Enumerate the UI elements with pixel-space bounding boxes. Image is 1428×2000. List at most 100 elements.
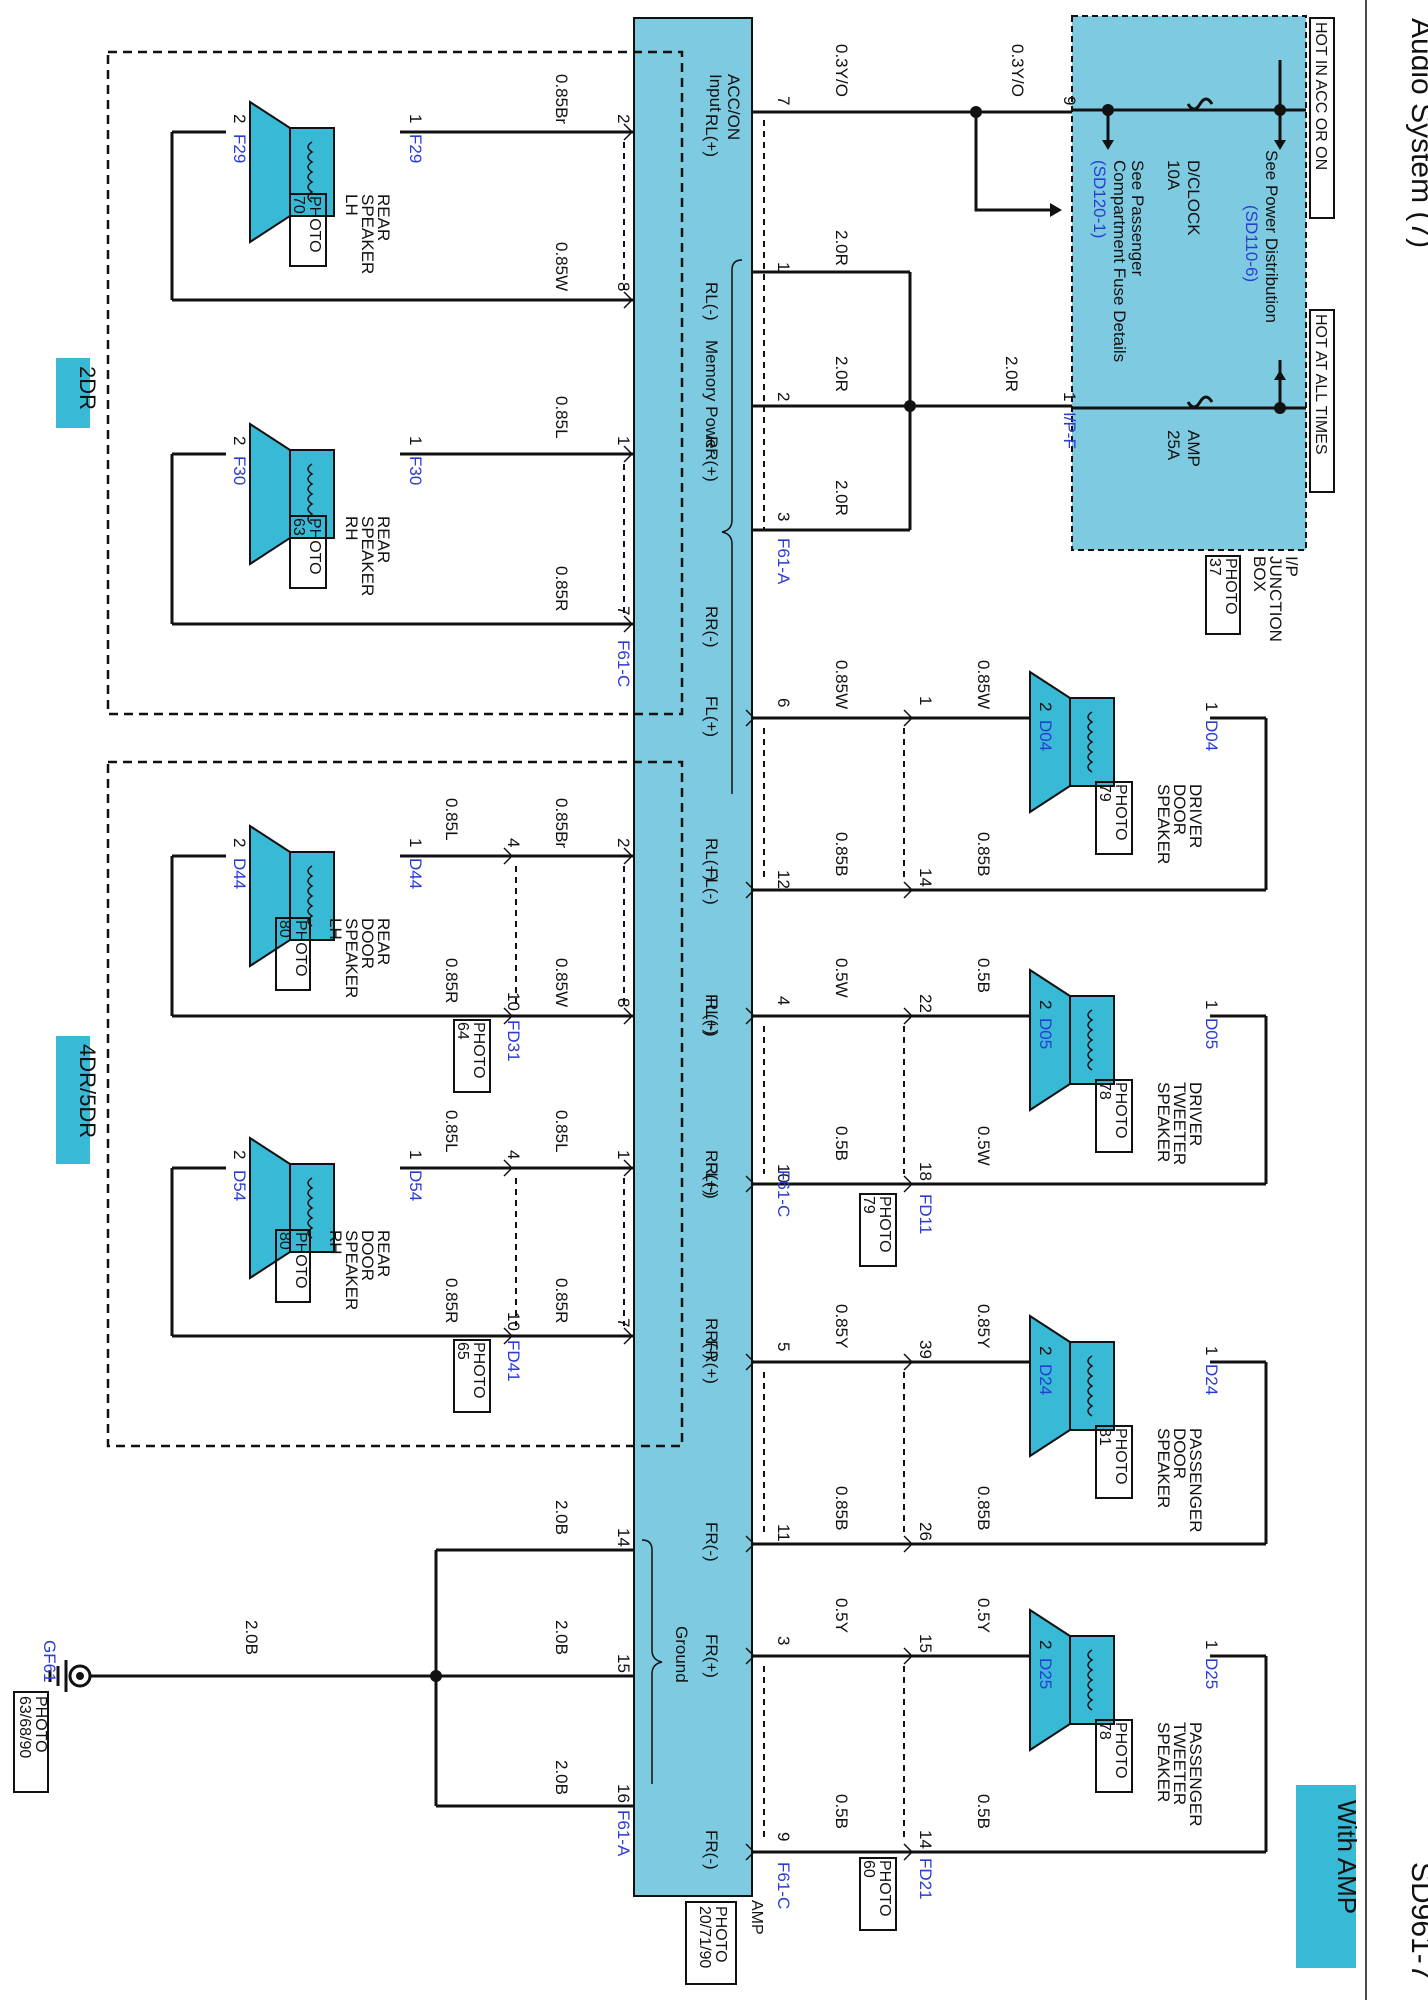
front-amp-chevron-plus xyxy=(745,709,756,727)
gnd-pin-14: 14 xyxy=(614,1528,633,1547)
front-wire-label-row-plus: 0.5Y xyxy=(974,1598,993,1633)
amp-connector-c-bot: F61-C xyxy=(774,1862,793,1909)
rear2-speaker-name: REAR xyxy=(374,516,393,563)
rear2-speaker-icon-cone xyxy=(249,422,291,566)
front-inline-photo-2: 79 xyxy=(860,1196,877,1214)
rear4-amp-pin-plus: 1 xyxy=(614,1150,633,1159)
front-speaker-name: DRIVER xyxy=(1186,1082,1205,1146)
rear4-amp-pin-plus: 2 xyxy=(614,838,633,847)
front-inline-photo-1: PHOTO xyxy=(876,1196,893,1253)
front-speaker-name: TWEETER xyxy=(1170,1722,1189,1805)
front-speaker-icon-cone xyxy=(1029,1608,1071,1752)
gnd-wire-16: 2.0B xyxy=(552,1760,571,1795)
rear4-speaker-icon-winding xyxy=(307,1177,314,1239)
front-wire-label-plus: 0.5Y xyxy=(832,1598,851,1633)
rear4-inline-photo-1: PHOTO xyxy=(470,1022,487,1079)
front-speaker-photo-1: PHOTO xyxy=(1112,1082,1129,1139)
rear4-speaker-name: RH xyxy=(326,1230,345,1255)
front-speaker-icon-winding xyxy=(1087,1009,1094,1071)
front-speaker-pin-pos: 1 xyxy=(1202,702,1221,711)
front-speaker-pin-pos: 1 xyxy=(1202,1000,1221,1009)
rear4-speaker-pin-pos: 1 xyxy=(406,1150,425,1159)
front-speaker-photo-box xyxy=(1095,781,1133,855)
front-amp-pin-plus: 3 xyxy=(774,1636,793,1645)
rear4-inline-chevron xyxy=(503,1159,514,1177)
jb-label-2: JUNCTION xyxy=(1266,556,1285,642)
front-row-chevron-minus xyxy=(903,1535,914,1553)
gnd-pin-15: 15 xyxy=(614,1654,633,1673)
front-amp-chevron-minus xyxy=(745,1535,756,1553)
front-speaker-icon-cone xyxy=(1029,968,1071,1112)
front-speaker-conn-pos: D25 xyxy=(1202,1658,1221,1689)
front-speaker-photo-2: 79 xyxy=(1096,784,1113,802)
rear-speakers: RL(+)RL(-)280.85Br0.85W12F29F29REARSPEAK… xyxy=(170,74,721,1413)
front-speaker-icon xyxy=(1029,1314,1115,1458)
front-amp-chevron-plus xyxy=(745,1647,756,1665)
rear2-wire-label-plus: 0.85L xyxy=(552,396,571,439)
gnd-wire-15: 2.0B xyxy=(552,1620,571,1655)
front-speaker-conn-neg: D25 xyxy=(1036,1658,1055,1689)
rear4-speaker-conn-pos: D54 xyxy=(406,1170,425,1201)
front-amp-label-plus: FL(+) xyxy=(702,994,721,1035)
rear4-inline-pin-minus: 10 xyxy=(504,992,523,1011)
rear4-speaker-icon-cone xyxy=(249,824,291,968)
rear2-speaker-name: REAR xyxy=(374,194,393,241)
front-row-chevron-minus xyxy=(903,1843,914,1861)
front-amp-chevron-minus xyxy=(745,881,756,899)
rear2-speaker-name: SPEAKER xyxy=(358,194,377,274)
rear2-speaker-name: LH xyxy=(342,194,361,216)
rear2-amp-label-plus: RR(+) xyxy=(702,436,721,482)
rear4-amp-chevron xyxy=(623,1007,634,1025)
front-speaker-icon-cone xyxy=(1029,1314,1071,1458)
hot-always-label: HOT AT ALL TIMES xyxy=(1312,314,1329,455)
front-wire-label-plus: 0.5W xyxy=(832,958,851,998)
see-passenger-text-2: Compartment Fuse Details xyxy=(1110,160,1129,362)
front-speaker-name: PASSENGER xyxy=(1186,1428,1205,1533)
front-wire-label-row-plus: 0.85Y xyxy=(974,1304,993,1348)
rear2-amp-label-minus: RL(-) xyxy=(702,282,721,321)
acc-wire-amp: 0.3Y/O xyxy=(832,44,851,97)
front-row-chevron-plus xyxy=(903,709,914,727)
rear4-inline-conn: FD31 xyxy=(504,1020,523,1062)
mem-pin-1: 1 xyxy=(774,262,793,271)
gnd-wire-14: 2.0B xyxy=(552,1500,571,1535)
rear2-speaker-name: RH xyxy=(342,516,361,541)
front-amp-pin-plus: 4 xyxy=(774,996,793,1005)
rear4-inline-photo-2: 65 xyxy=(454,1342,471,1360)
front-speaker-name: DOOR xyxy=(1170,784,1189,835)
rear4-inline-photo-box xyxy=(453,1019,491,1093)
front-inline-conn-id: FD21 xyxy=(916,1858,935,1900)
rear2-speaker-photo-1: PHOTO xyxy=(306,196,323,253)
front-wire-label-row-minus: 0.85B xyxy=(974,1486,993,1530)
rear4-speaker-photo-2: 80 xyxy=(276,1232,293,1250)
front-speaker-pin-pos: 1 xyxy=(1202,1346,1221,1355)
front-wire-label-row-plus: 0.5B xyxy=(974,958,993,993)
front-speaker-icon-winding xyxy=(1087,711,1094,773)
rear4-speaker-photo-1: PHOTO xyxy=(292,920,309,977)
front-speaker-name: PASSENGER xyxy=(1186,1722,1205,1827)
front-amp-pin-minus: 11 xyxy=(774,1524,793,1542)
ground-id: GF61 xyxy=(40,1640,59,1683)
rear4-amp-label-minus: RL(-) xyxy=(702,998,721,1037)
ground-icon xyxy=(48,1660,92,1692)
front-speaker-icon-winding xyxy=(1087,1649,1094,1711)
with-amp-label: With AMP xyxy=(1332,1800,1362,1914)
rear2-speaker-photo-box xyxy=(289,515,327,589)
rear2-wire-label-minus: 0.85W xyxy=(552,242,571,291)
rear2-amp-chevron xyxy=(623,123,634,141)
rear4-wire-label-amp-plus: 0.85Br xyxy=(552,798,571,848)
rear4-speaker-name: REAR xyxy=(374,1230,393,1277)
amp-acc-label-1: ACC/ON xyxy=(724,74,743,140)
front-amp-label-minus: FR(-) xyxy=(702,1522,721,1562)
amp-photo-1: PHOTO xyxy=(712,1906,729,1963)
front-row-pin-minus: 26 xyxy=(916,1522,935,1541)
rear4-speaker-icon xyxy=(249,1136,335,1280)
rear4-amp-label-minus: RR(-) xyxy=(702,1318,721,1360)
front-speaker-photo-1: PHOTO xyxy=(1112,784,1129,841)
front-speaker-name: DOOR xyxy=(1170,1428,1189,1479)
front-row-chevron-plus xyxy=(903,1353,914,1371)
front-speaker-name: SPEAKER xyxy=(1154,1722,1173,1802)
front-wire-label-row-plus: 0.85W xyxy=(974,660,993,709)
amp-module: ACC/ON Input Memory Power Ground AMP PHO… xyxy=(633,17,765,1985)
amp-acc-label-2: Input xyxy=(706,74,725,112)
